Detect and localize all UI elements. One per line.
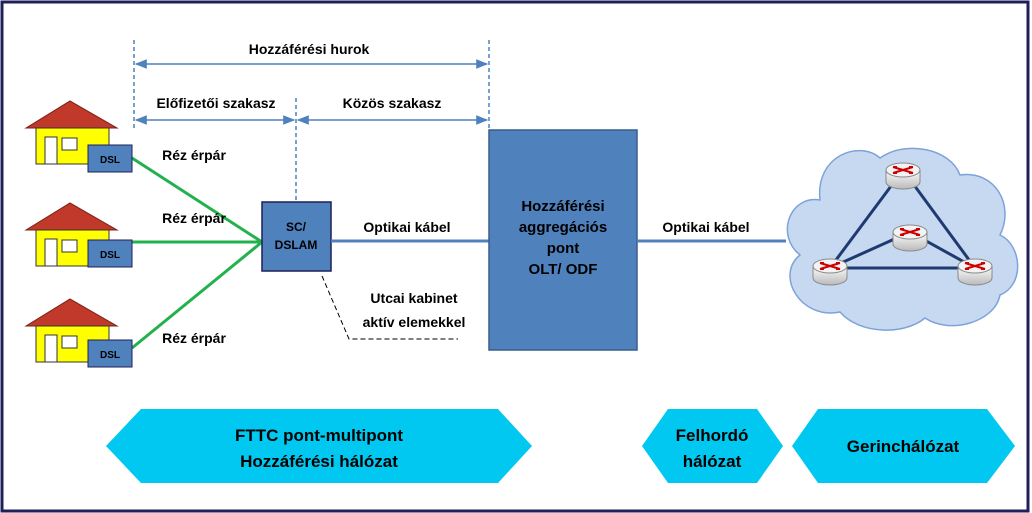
- dslam-label-line1: SC/: [286, 220, 307, 234]
- subscriber-section-label: Előfizetői szakasz: [156, 95, 275, 111]
- router-icon: [812, 258, 848, 286]
- dsl-modem-1: [87, 144, 133, 173]
- router-icon: [957, 258, 993, 286]
- copper-label-1: Réz érpár: [162, 147, 226, 163]
- cabinet-callout-line: [321, 275, 458, 340]
- fttc-banner: [106, 409, 532, 483]
- router-icon: [892, 224, 928, 252]
- copper-line-3: [131, 240, 263, 350]
- backhaul-banner-line1: Felhordó: [676, 426, 749, 445]
- dsl-label-3: DSL: [100, 350, 120, 361]
- common-section-label: Közös szakasz: [343, 95, 442, 111]
- copper-line-1: [131, 156, 263, 244]
- backbone-banner: [792, 409, 1015, 483]
- aggregation-label-line4: OLT/ ODF: [529, 261, 598, 278]
- aggregation-label-line3: pont: [547, 240, 579, 257]
- aggregation-label-line1: Hozzáférési: [521, 198, 604, 215]
- router-icon: [885, 162, 921, 190]
- dsl-modem-2: [87, 239, 133, 268]
- fiber-label-2: Optikai kábel: [662, 219, 749, 235]
- dsl-label-2: DSL: [100, 250, 120, 261]
- dsl-label-1: DSL: [100, 155, 120, 166]
- backbone-banner-label: Gerinchálózat: [847, 437, 960, 456]
- cabinet-note-line2: aktív elemekkel: [363, 314, 466, 330]
- dsl-modem-3: [87, 339, 133, 368]
- dslam-box: [261, 201, 332, 272]
- dslam-label-line2: DSLAM: [275, 238, 318, 252]
- copper-label-2: Réz érpár: [162, 210, 226, 226]
- copper-label-3: Réz érpár: [162, 330, 226, 346]
- access-loop-label: Hozzáférési hurok: [249, 41, 370, 57]
- aggregation-label-line2: aggregációs: [519, 219, 607, 236]
- fiber-label-1: Optikai kábel: [363, 219, 450, 235]
- fttc-banner-line1: FTTC pont-multipont: [235, 426, 403, 445]
- backhaul-banner-line2: hálózat: [683, 452, 742, 471]
- cabinet-note-line1: Utcai kabinet: [370, 290, 457, 306]
- backhaul-banner: [642, 409, 783, 483]
- fttc-banner-line2: Hozzáférési hálózat: [240, 452, 398, 471]
